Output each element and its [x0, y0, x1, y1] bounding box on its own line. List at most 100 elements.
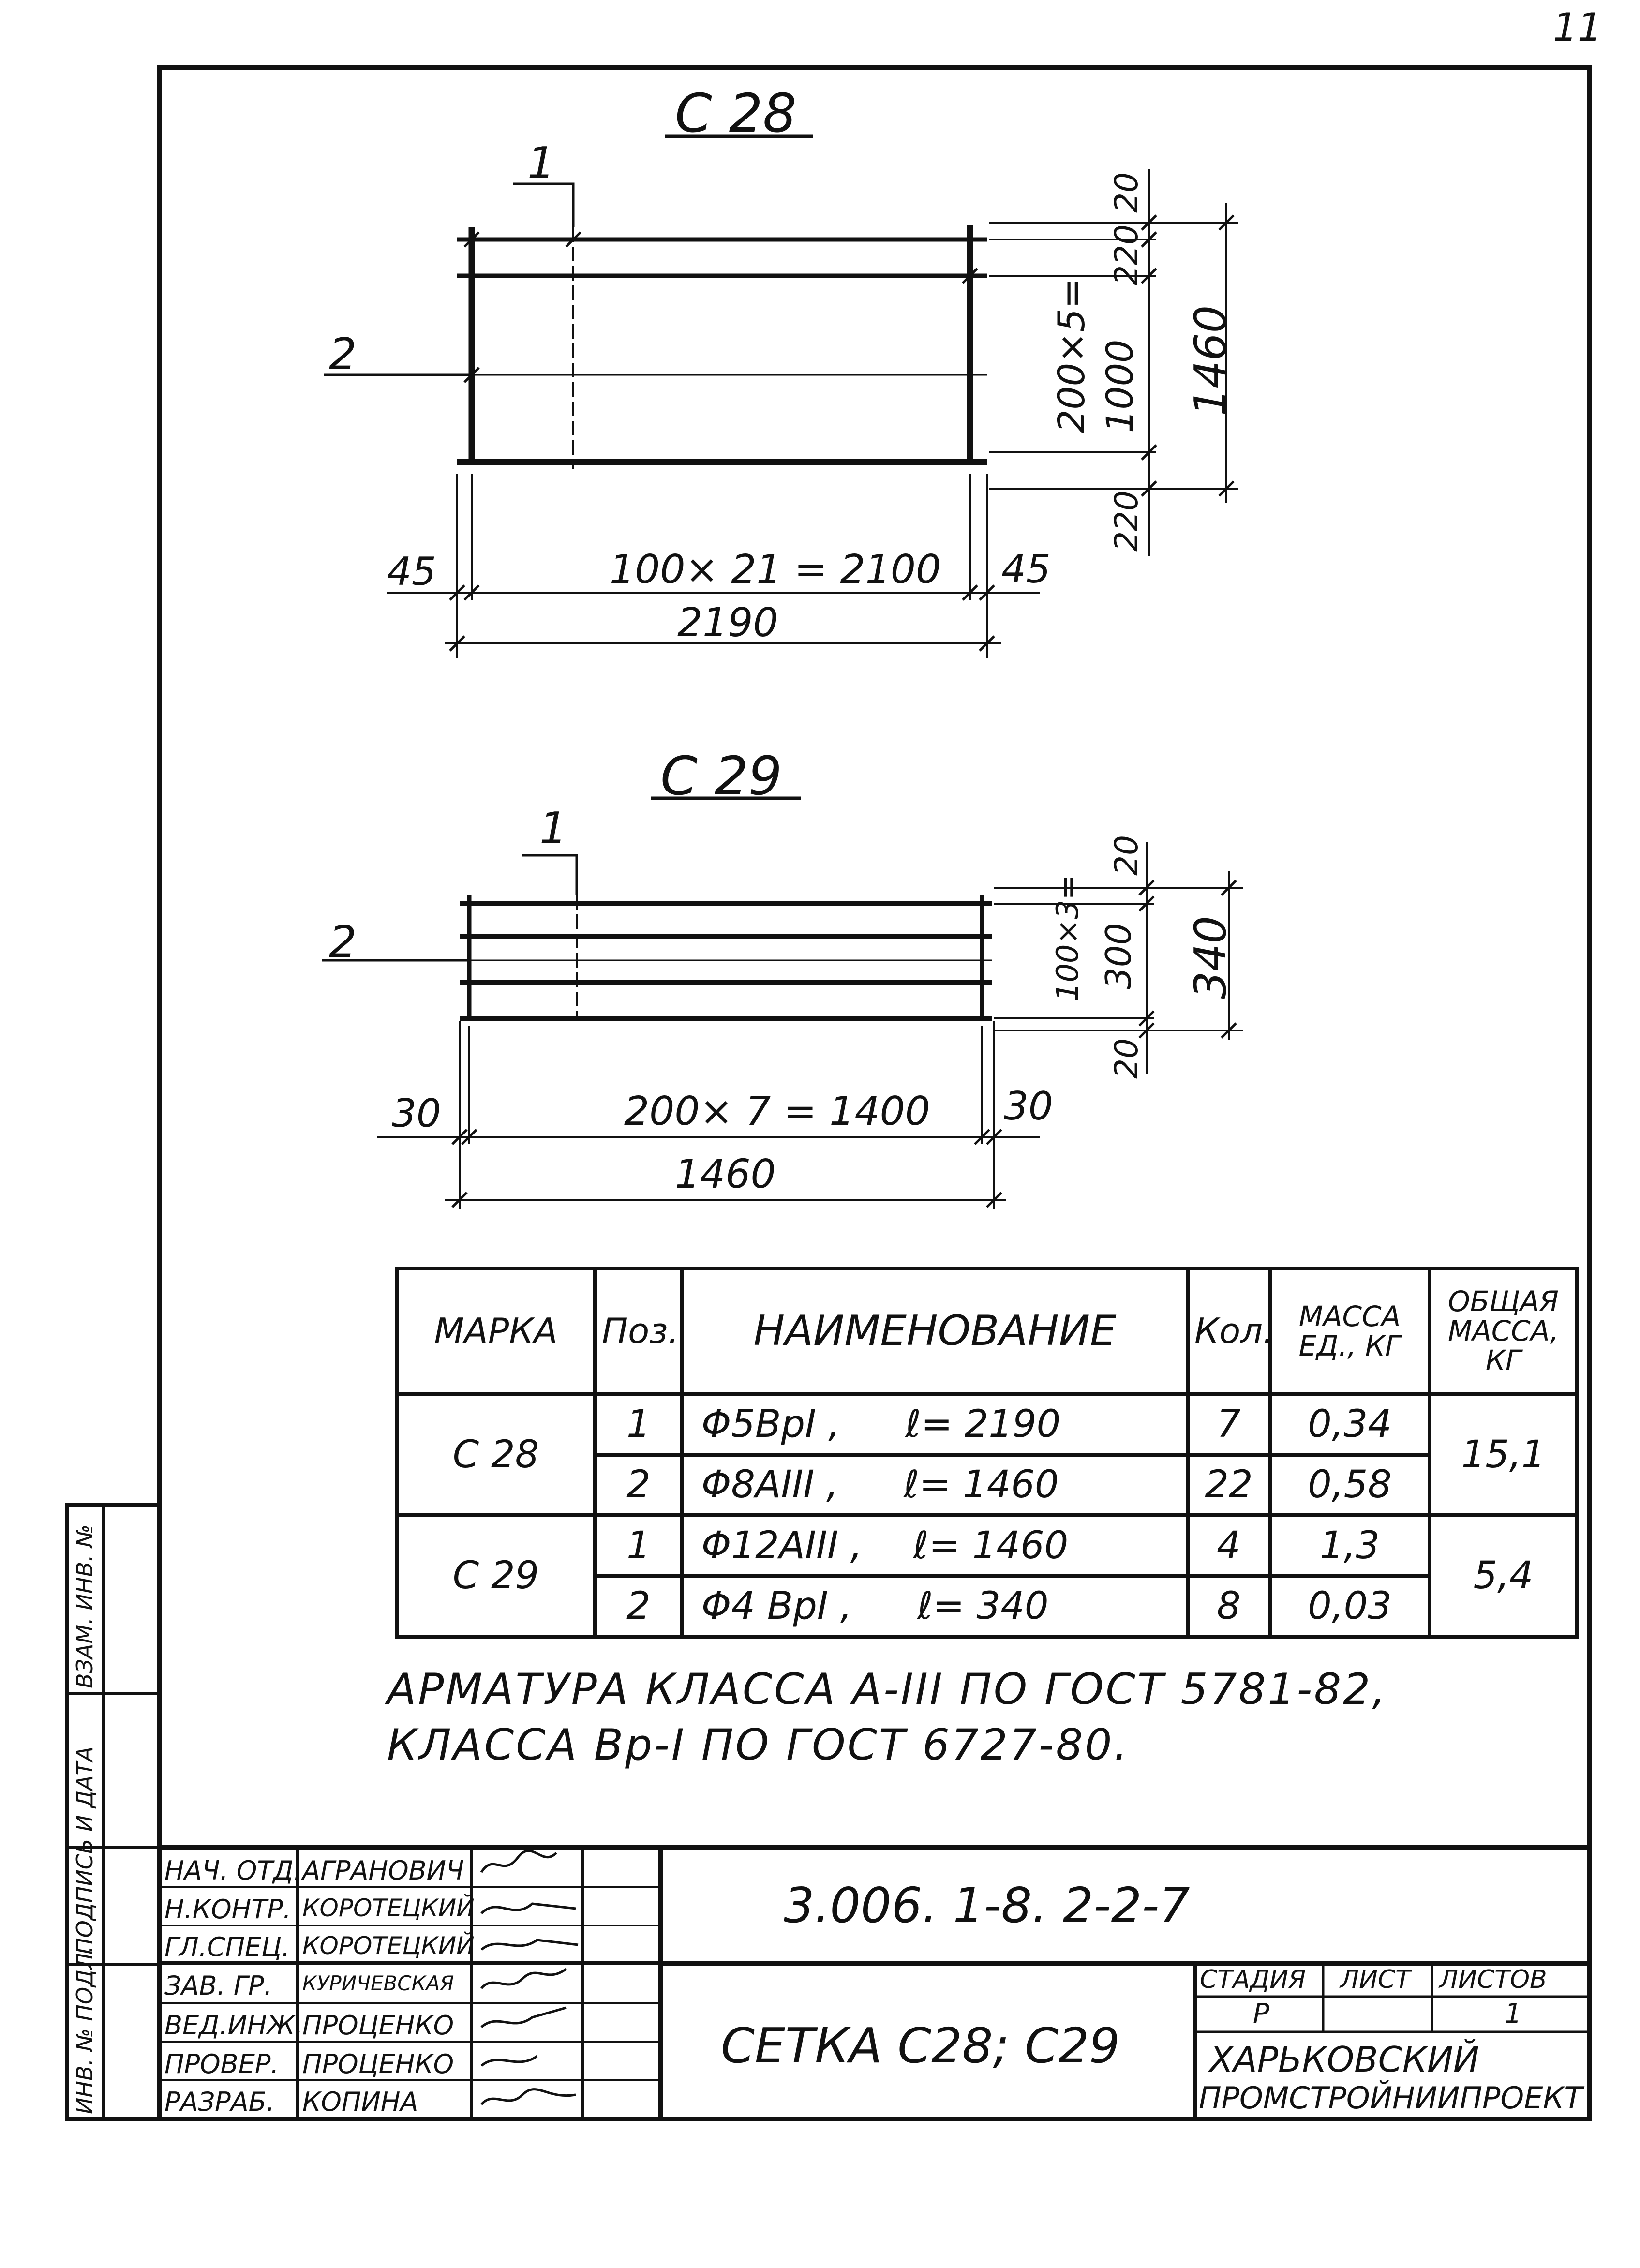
qty-cell: 4	[1186, 1513, 1272, 1578]
dim-c29-left: 30	[392, 1091, 441, 1136]
header-unit-mass: МАССА ЕД., КГ	[1268, 1266, 1431, 1396]
name-6: ПРОЦЕНКО	[302, 2049, 454, 2079]
drawing-c28-title: С 28	[675, 82, 797, 144]
name-5: ПРОЦЕНКО	[302, 2010, 454, 2041]
dim-c28-v-bot: 220	[1108, 491, 1145, 552]
role-5: ВЕД.ИНЖ.	[164, 2010, 303, 2041]
drawing-c29-ticks	[451, 880, 1237, 1208]
role-3: ГЛ.СПЕЦ.	[164, 1932, 290, 1962]
organization-line-2: ПРОМСТРОЙНИИПРОЕКТ	[1199, 2080, 1583, 2116]
drawing-c29	[322, 796, 1243, 1209]
dim-c28-v-mid-a: 200×5=	[1050, 278, 1093, 433]
dim-c29-right: 30	[1004, 1084, 1053, 1129]
drawing-c28-ticks	[449, 214, 1235, 652]
drawing-c29-title: С 29	[660, 745, 782, 807]
unit-mass-cell: 0,58	[1268, 1452, 1431, 1517]
header-name: НАИМЕНОВАНИЕ	[680, 1266, 1190, 1396]
dim-c29-total: 1460	[675, 1151, 776, 1197]
bar-length: ℓ= 340	[917, 1584, 1049, 1628]
name-cell: Φ4 ВрI , ℓ= 340	[680, 1574, 1190, 1639]
page-number: 11	[1553, 5, 1602, 50]
stamp-sign-date: ПОДПИСЬ И ДАТА	[72, 1746, 98, 1955]
document-title: СЕТКА С28; С29	[721, 2017, 1120, 2074]
note-line-1: АРМАТУРА КЛАССА А-III ПО ГОСТ 5781-82,	[387, 1664, 1388, 1714]
role-4: ЗАВ. ГР.	[164, 1970, 272, 2001]
dim-c28-right: 45	[1001, 547, 1051, 592]
document-code: 3.006. 1-8. 2-2-7	[784, 1877, 1190, 1934]
dim-c29-v-top: 20	[1108, 835, 1145, 876]
specification-table: МАРКА Поз. НАИМЕНОВАНИЕ Кол. МАССА ЕД., …	[395, 1266, 1579, 1639]
pos-cell: 1	[593, 1392, 684, 1457]
dim-c29-v-mid-b: 300	[1098, 923, 1139, 989]
role-1: НАЧ. ОТД.	[164, 1855, 302, 1886]
bar-designation: Φ8АIII ,	[701, 1463, 838, 1507]
qty-cell: 8	[1186, 1574, 1272, 1639]
table-row: С 29 1 Φ12АIII , ℓ= 1460 4 1,3 5,4	[395, 1513, 1579, 1639]
name-3: КОРОТЕЦКИЙ	[302, 1932, 475, 1960]
sheets-label: ЛИСТОВ	[1439, 1965, 1547, 1994]
role-7: РАЗРАБ.	[164, 2087, 275, 2117]
sheets-value: 1	[1505, 1998, 1522, 2029]
table-row: 2 Φ8АIII , ℓ= 1460 22 0,58	[397, 1452, 1577, 1517]
dim-c28-total: 2190	[677, 600, 778, 646]
unit-mass-cell: 0,03	[1268, 1574, 1431, 1639]
stamp-inv-podl: ИНВ. № ПОДЛ.	[72, 1945, 98, 2114]
mark-cell: С 29	[395, 1513, 597, 1639]
bar-designation: Φ5ВрI ,	[701, 1402, 840, 1446]
dim-c28-left: 45	[387, 549, 436, 594]
drawing-c28	[324, 134, 1238, 658]
pos-cell: 2	[593, 1452, 684, 1517]
mark-cell: С 28	[395, 1392, 597, 1517]
dim-c28-v-pitch: 220	[1108, 224, 1145, 285]
signatures	[480, 1850, 579, 2105]
drawing-c29-label-2: 2	[329, 917, 357, 968]
name-1: АГРАНОВИЧ	[302, 1855, 464, 1886]
qty-cell: 22	[1186, 1452, 1272, 1517]
dim-c28-v-total: 1460	[1185, 305, 1236, 416]
table-row: С 28 1 Φ5ВрI , ℓ= 2190 7 0,34 15,1	[395, 1392, 1579, 1517]
organization-line-1: ХАРЬКОВСКИЙ	[1209, 2039, 1479, 2080]
unit-mass-cell: 0,34	[1268, 1392, 1431, 1457]
dim-c29-v-total: 340	[1185, 916, 1236, 999]
role-6: ПРОВЕР.	[164, 2049, 279, 2079]
bar-length: ℓ= 1460	[903, 1463, 1059, 1507]
name-2: КОРОТЕЦКИЙ	[302, 1894, 475, 1922]
note-line-2: КЛАССА Вр-I ПО ГОСТ 6727-80.	[387, 1720, 1130, 1770]
header-pos: Поз.	[593, 1266, 684, 1396]
drawing-c28-label-2: 2	[329, 329, 357, 380]
stage-label: СТАДИЯ	[1200, 1965, 1306, 1994]
total-mass-cell: 5,4	[1428, 1513, 1579, 1639]
name-cell: Φ8АIII , ℓ= 1460	[680, 1452, 1190, 1517]
bar-length: ℓ= 1460	[913, 1523, 1069, 1567]
drawing-c29-label-1: 1	[539, 803, 567, 854]
header-total-mass: ОБЩАЯ МАССА, КГ	[1428, 1266, 1579, 1396]
pos-cell: 2	[593, 1574, 684, 1639]
name-cell: Φ5ВрI , ℓ= 2190	[680, 1392, 1190, 1457]
dim-c28-span: 100× 21 = 2100	[610, 547, 941, 593]
qty-cell: 7	[1186, 1392, 1272, 1457]
stage-value: Р	[1253, 1998, 1269, 2029]
dim-c29-span: 200× 7 = 1400	[624, 1089, 930, 1134]
total-mass-cell: 15,1	[1428, 1392, 1579, 1517]
unit-mass-cell: 1,3	[1268, 1513, 1431, 1578]
role-2: Н.КОНТР.	[164, 1894, 291, 1925]
name-4: КУРИЧЕВСКАЯ	[302, 1971, 454, 1995]
drawing-c28-label-1: 1	[527, 138, 555, 189]
pos-cell: 1	[593, 1513, 684, 1578]
sheet-label: ЛИСТ	[1340, 1965, 1411, 1994]
bar-designation: Φ12АIII ,	[701, 1523, 863, 1567]
table-row: 2 Φ4 ВрI , ℓ= 340 8 0,03	[397, 1574, 1577, 1639]
stamp-vzam-inv: ВЗАМ. ИНВ. №	[72, 1524, 98, 1688]
dim-c28-v-mid-b: 1000	[1098, 339, 1141, 433]
sheet-frame	[65, 65, 1592, 2121]
dim-c29-v-mid-a: 100×3=	[1050, 875, 1085, 1001]
header-mark: МАРКА	[395, 1266, 597, 1396]
bar-designation: Φ4 ВрI ,	[701, 1584, 852, 1628]
name-7: КОПИНА	[302, 2087, 418, 2117]
spec-header-row: МАРКА Поз. НАИМЕНОВАНИЕ Кол. МАССА ЕД., …	[395, 1266, 1579, 1396]
name-cell: Φ12АIII , ℓ= 1460	[680, 1513, 1190, 1578]
dim-c29-v-bot: 20	[1108, 1038, 1145, 1079]
bar-length: ℓ= 2190	[905, 1402, 1061, 1446]
dim-c28-v-top: 20	[1108, 172, 1145, 213]
